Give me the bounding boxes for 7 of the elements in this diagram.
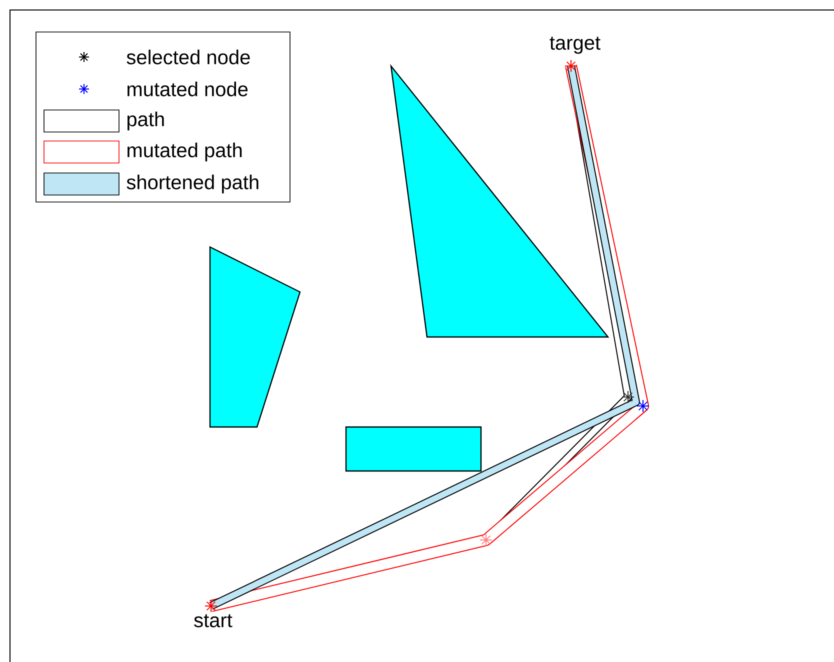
legend-text: mutated node: [128, 82, 248, 96]
legend-text: selected node: [126, 50, 250, 64]
point-label: start: [194, 614, 232, 628]
legend-text: mutated path: [128, 142, 242, 162]
legend-text: shortened path: [126, 174, 258, 194]
point-label: target: [550, 36, 600, 54]
legend-text: path: [128, 112, 164, 130]
